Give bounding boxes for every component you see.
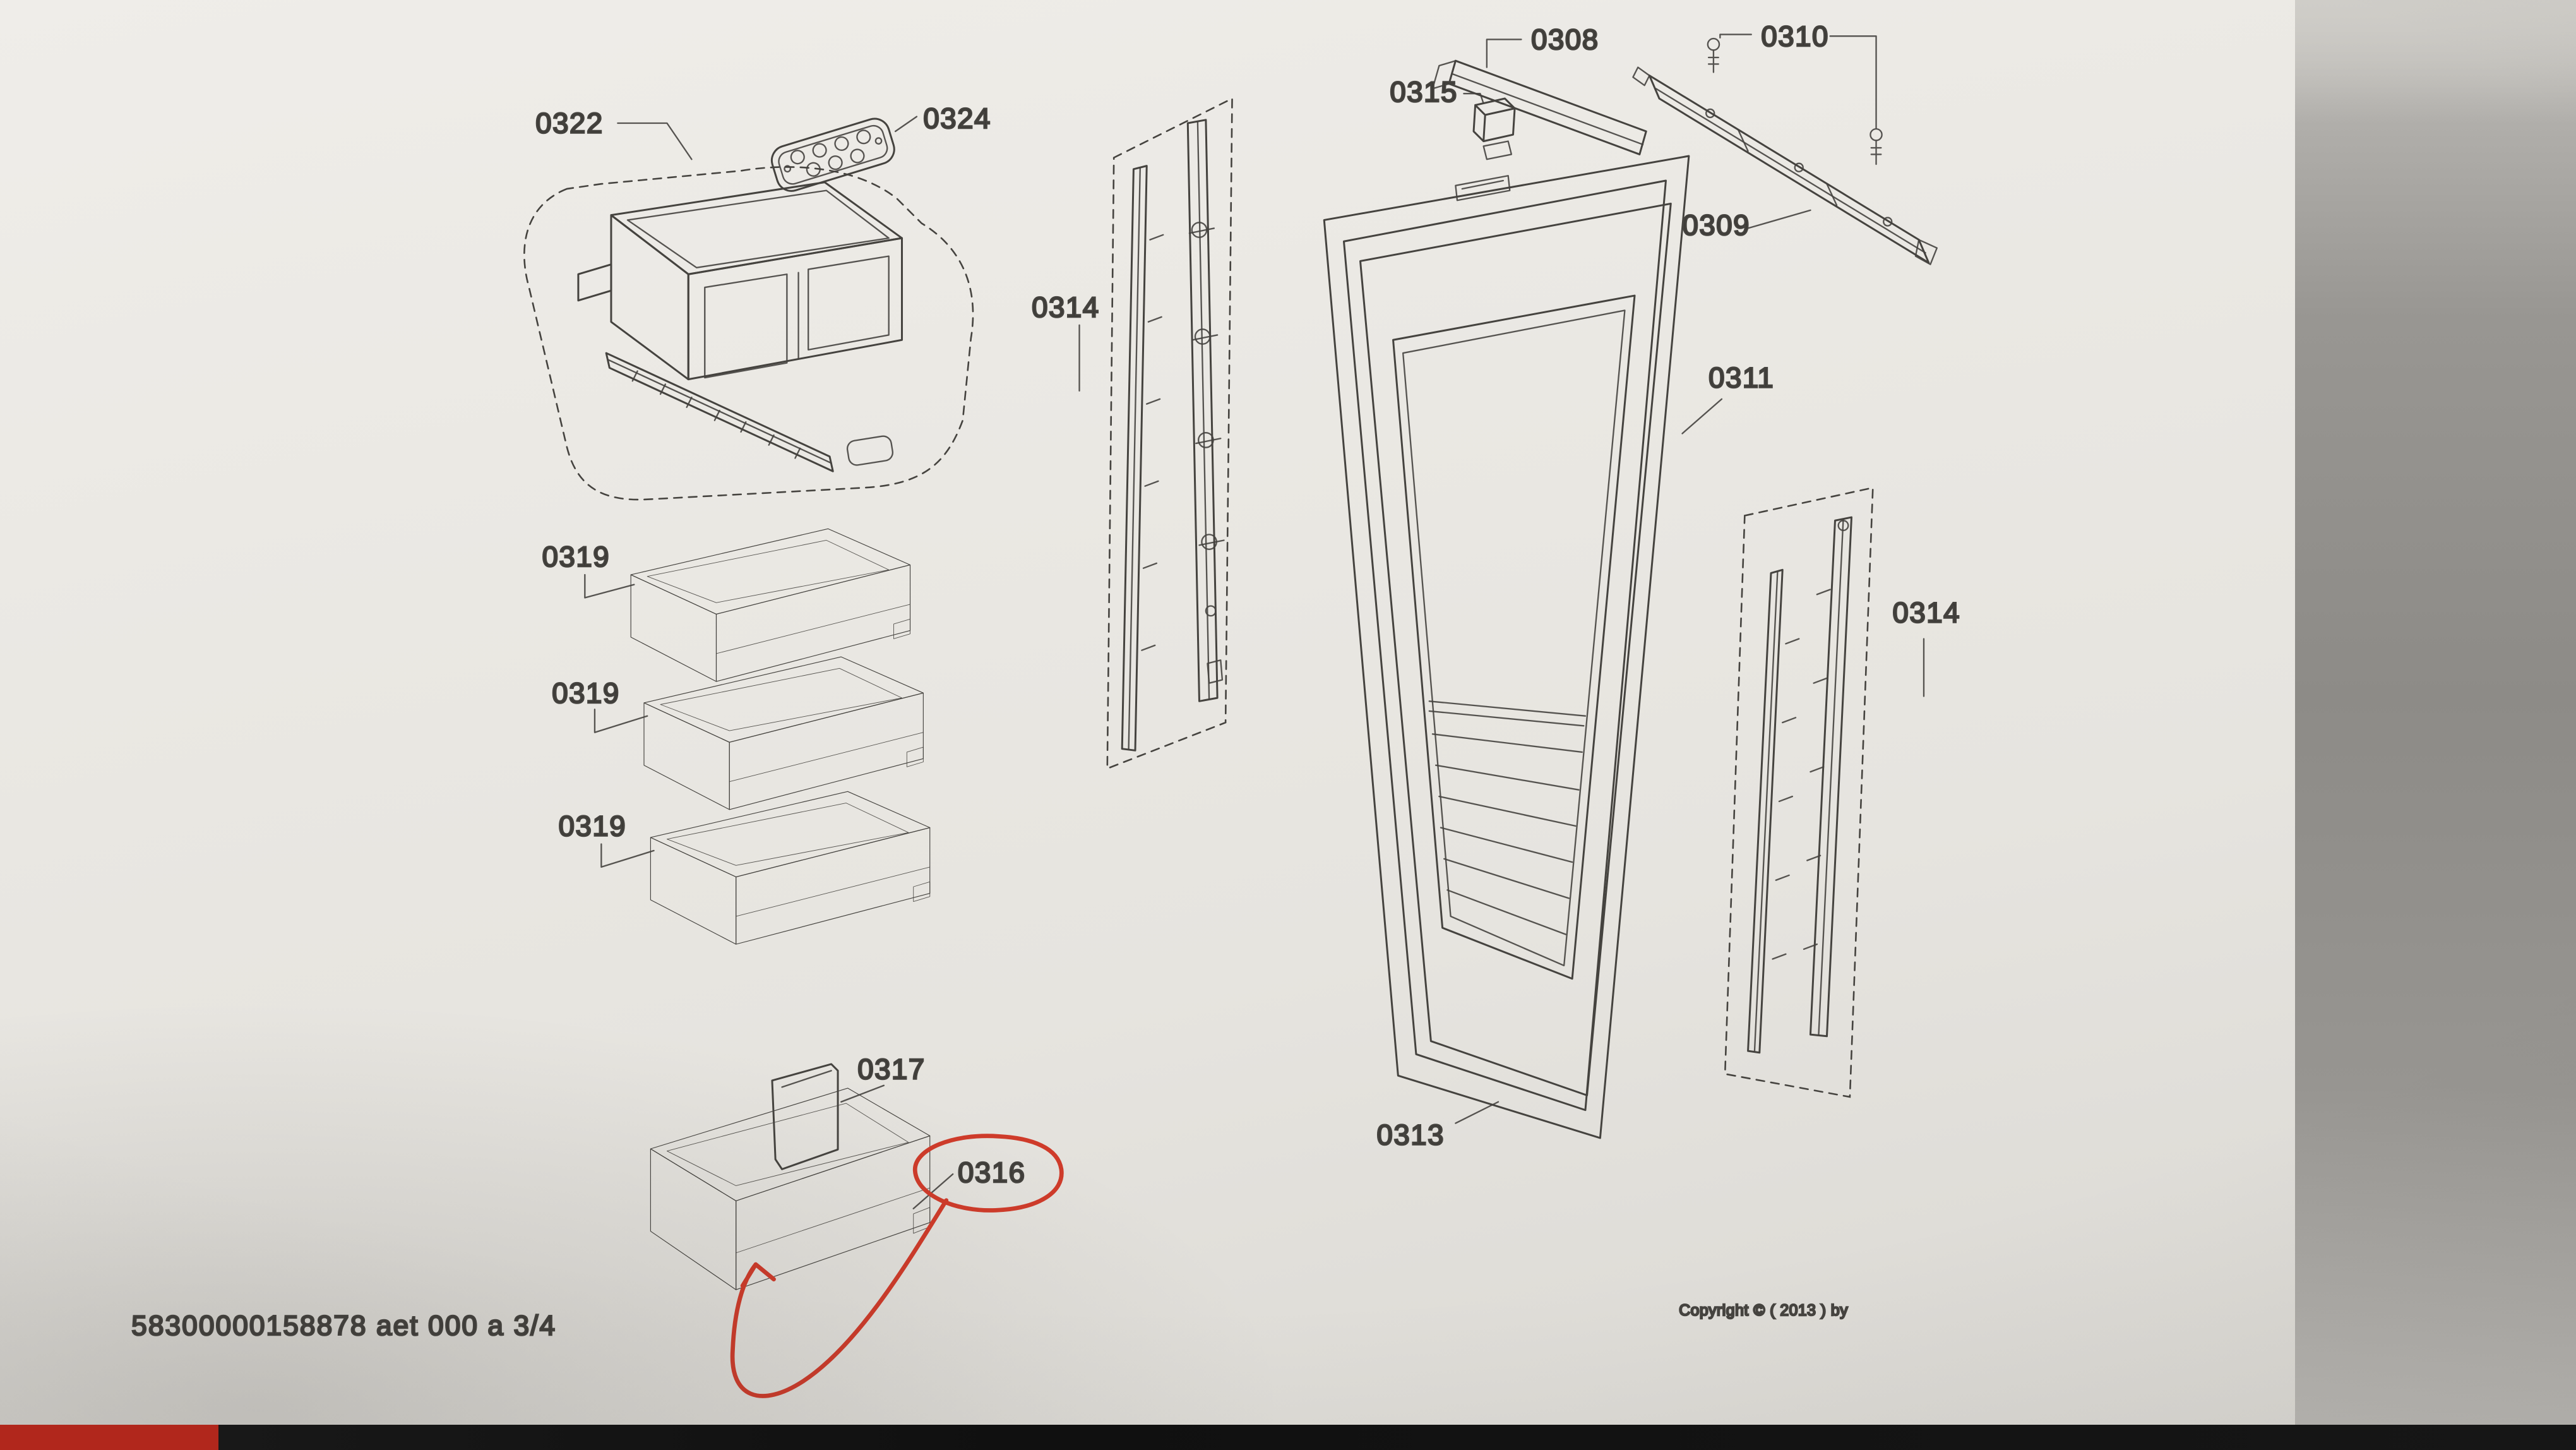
red-annotation-circle <box>912 1134 1064 1213</box>
door-grille-lines <box>1431 733 1583 935</box>
leader-0311 <box>1681 398 1723 434</box>
leader-0322 <box>617 122 693 160</box>
door-bin-top <box>629 527 912 683</box>
desktop-side-area <box>2295 0 2576 1450</box>
leader-0319-middle <box>593 709 648 733</box>
taskbar-red-indicator[interactable] <box>0 1425 218 1450</box>
leader-0310-left <box>1719 33 1752 39</box>
part-label-0317: 0317 <box>857 1053 926 1085</box>
part-label-0311: 0311 <box>1708 362 1774 394</box>
leader-0308 <box>1486 39 1522 68</box>
top-trim-0308 <box>1431 59 1647 155</box>
part-label-0316: 0316 <box>958 1156 1026 1189</box>
part-label-0319-top: 0319 <box>542 541 611 573</box>
leader-0319-top <box>584 573 635 599</box>
leader-0324 <box>894 116 918 133</box>
part-label-0314-left: 0314 <box>1032 291 1100 323</box>
mounting-rail-0309 <box>1632 66 1938 265</box>
left-rails-0314 <box>1106 97 1233 770</box>
part-label-0324: 0324 <box>923 102 991 135</box>
diagram-linework: 0322 0324 0314 0319 0319 0319 0317 0316 … <box>131 20 1961 1398</box>
bin-divider-0317 <box>771 1063 839 1170</box>
part-label-0319-bottom: 0319 <box>559 810 627 842</box>
leader-0313 <box>1455 1101 1500 1124</box>
dashed-boundary-dairy <box>523 166 974 501</box>
dairy-trim-strip <box>605 352 834 472</box>
leader-0315 <box>1463 93 1484 104</box>
leader-0317 <box>840 1084 885 1103</box>
door-panel-0311 <box>1359 175 1672 1096</box>
door-gasket-0313 <box>1323 155 1690 1139</box>
copyright-text: Copyright © ( 2013 ) by <box>1679 1302 1848 1319</box>
screw-right-0310 <box>1869 128 1883 165</box>
part-label-0322: 0322 <box>535 107 604 140</box>
part-label-0314-right: 0314 <box>1893 597 1961 629</box>
part-label-0313: 0313 <box>1377 1118 1445 1151</box>
right-rails-0314 <box>1724 486 1874 1098</box>
door-bin-middle <box>643 656 924 811</box>
taskbar <box>0 1425 2576 1450</box>
part-label-0310: 0310 <box>1761 20 1829 52</box>
document-number: 58300000158878 aet 000 a 3/4 <box>131 1310 556 1341</box>
part-label-0319-middle: 0319 <box>552 677 620 709</box>
clip-0315 <box>1472 97 1516 160</box>
dairy-compartment-0322 <box>577 181 903 381</box>
part-label-0308: 0308 <box>1531 23 1599 56</box>
dairy-clip <box>846 435 894 466</box>
leader-0319-bottom <box>600 843 655 868</box>
leader-0316 <box>912 1173 954 1209</box>
door-bin-bottom <box>649 790 931 945</box>
desktop-side-area-highlight <box>2295 0 2576 124</box>
part-label-0309: 0309 <box>1682 209 1750 241</box>
leader-0310-right <box>1829 35 1877 129</box>
egg-insert-0324 <box>770 117 895 192</box>
leader-0309 <box>1747 209 1811 229</box>
screw-left-0310 <box>1707 37 1720 73</box>
bottle-bin-0316 <box>649 1087 931 1291</box>
part-label-0315: 0315 <box>1390 76 1458 108</box>
red-annotation-arrow <box>730 1198 949 1398</box>
